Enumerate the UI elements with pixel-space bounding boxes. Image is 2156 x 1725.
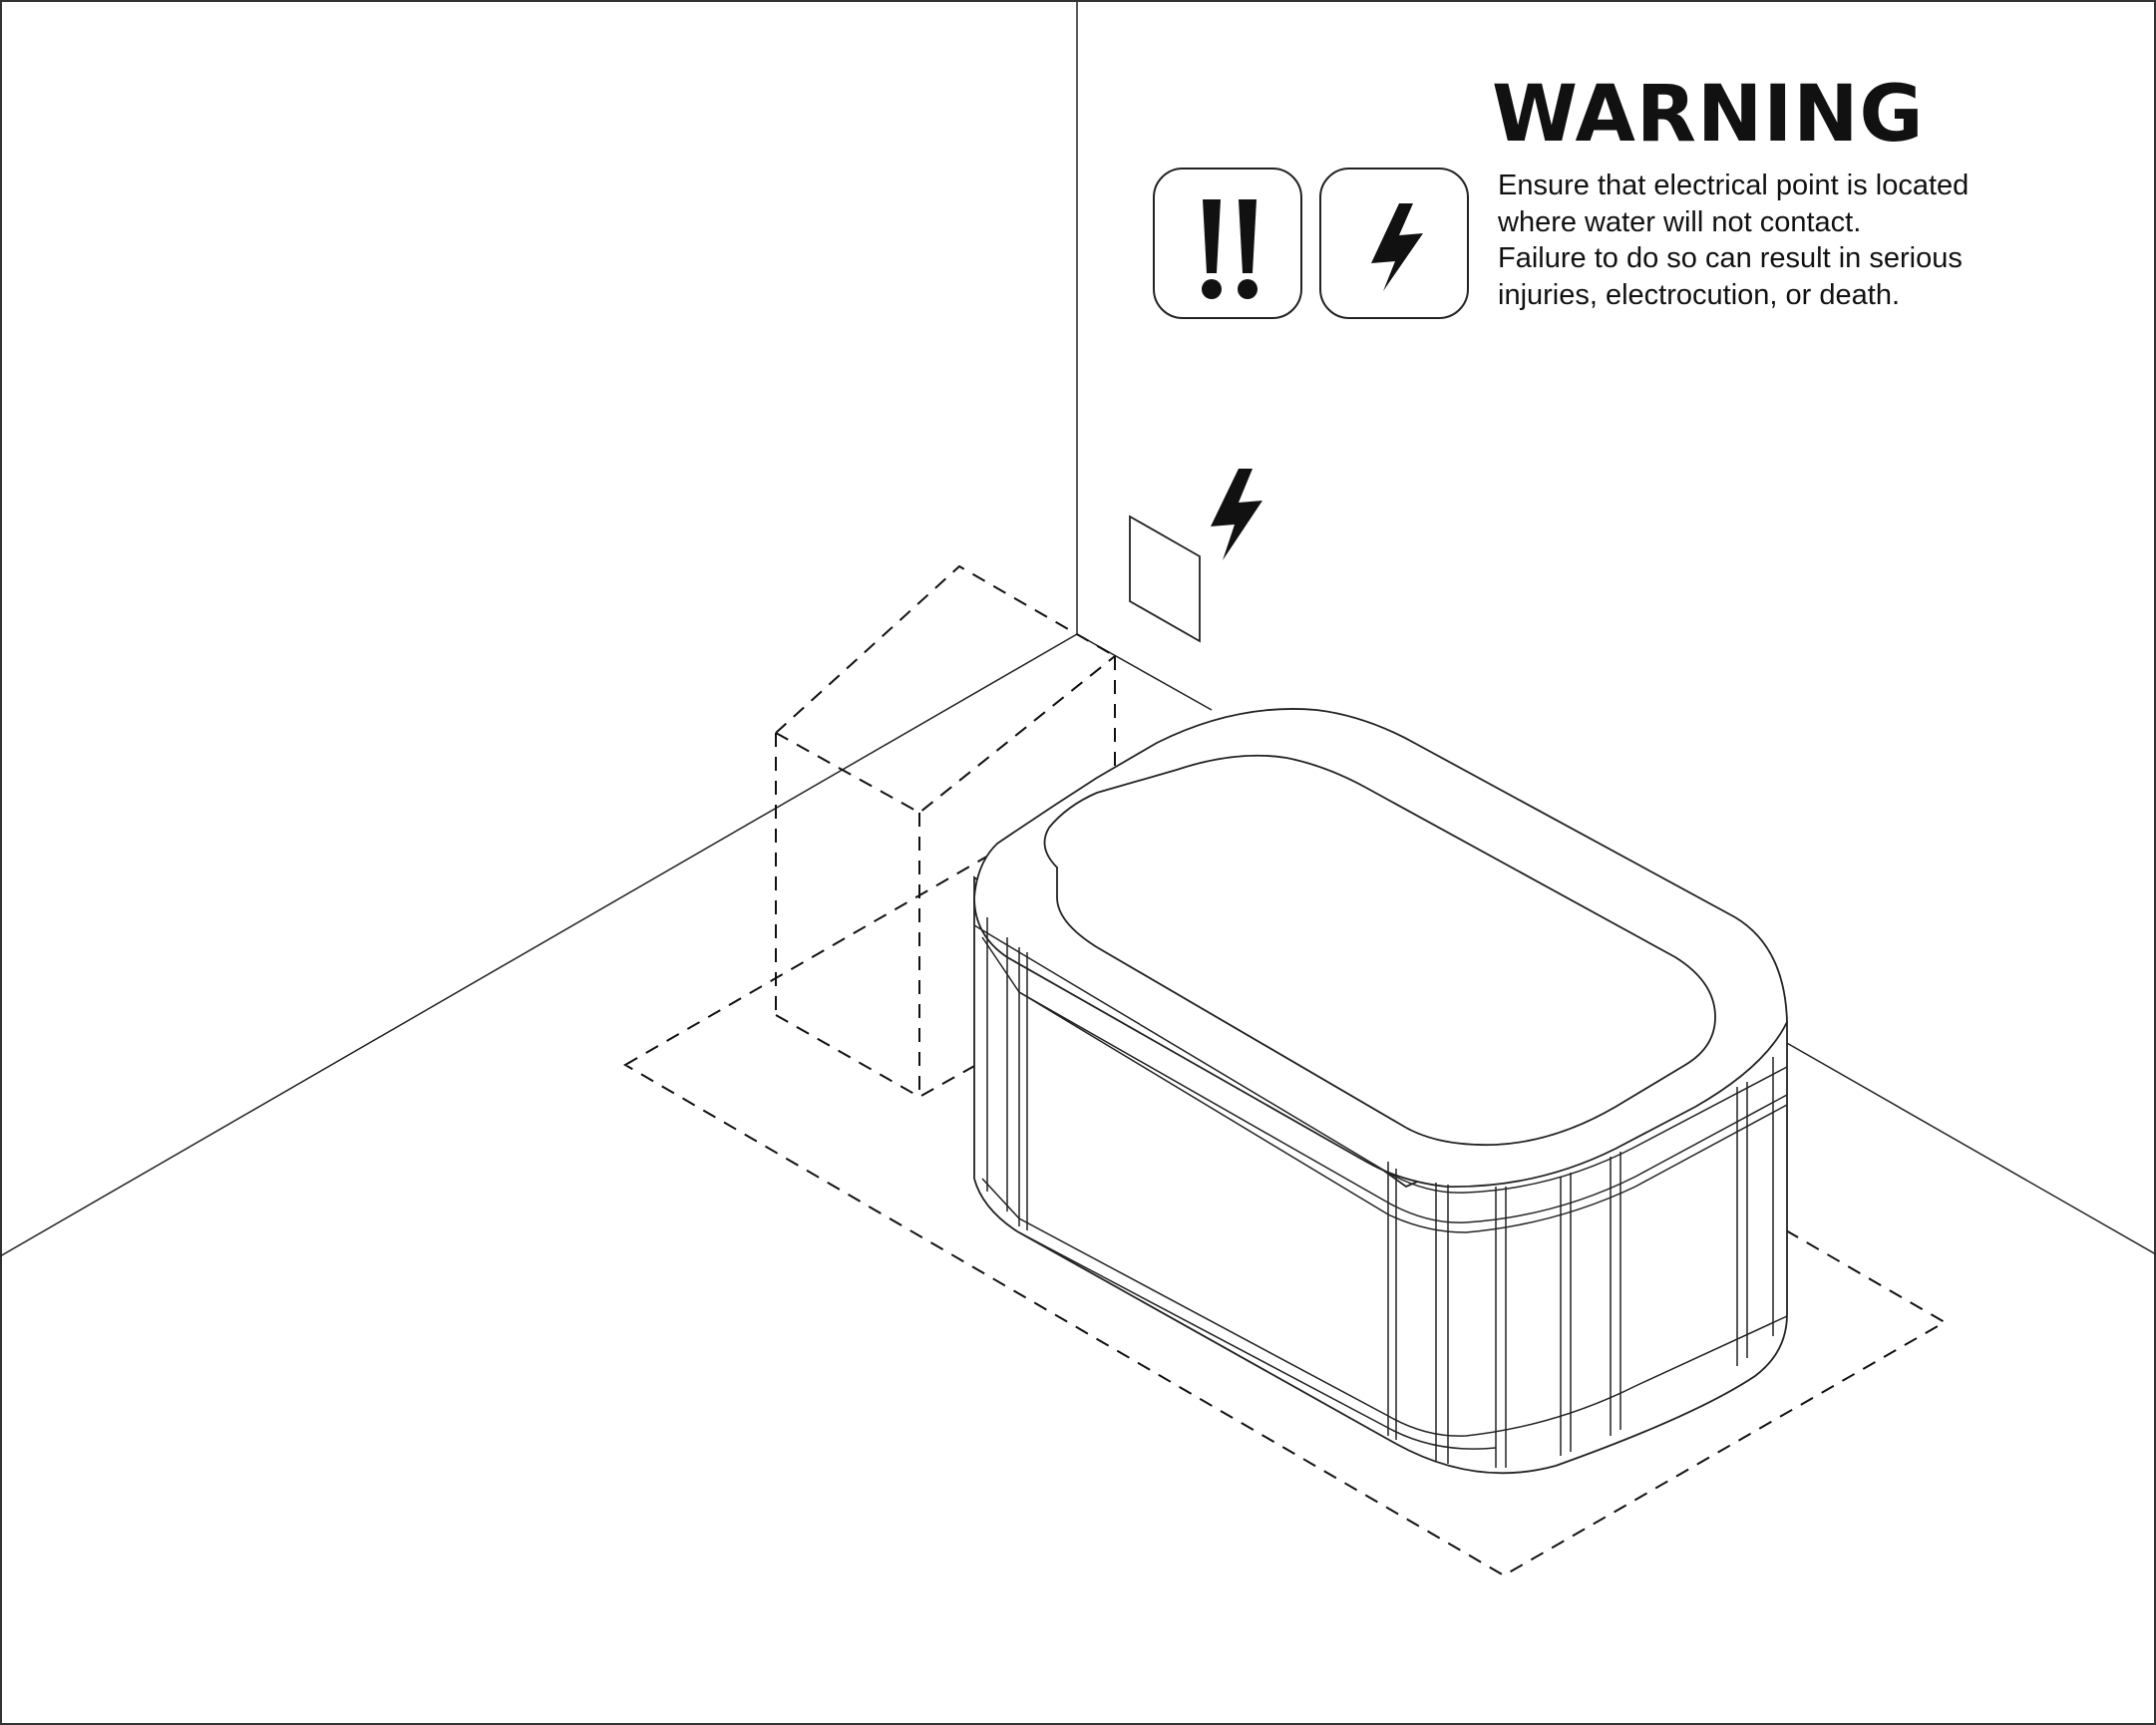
lower-band-line — [981, 1178, 1788, 1437]
warning-line: Ensure that electrical point is located — [1498, 170, 1970, 201]
floor-clearance-zone — [623, 811, 1948, 1577]
bathtub — [973, 708, 1788, 1475]
bathtub-basin — [1043, 754, 1716, 1147]
warning-title: WARNING — [1492, 70, 1925, 160]
double-exclamation-icon — [1202, 199, 1258, 299]
bathtub-panels — [973, 917, 1788, 1468]
floor-right-edge-back — [1076, 633, 1213, 711]
warning-line: Failure to do so can result in serious — [1498, 242, 1963, 274]
electrical-outlet — [1129, 515, 1201, 643]
upper-band-line-3 — [1018, 991, 1788, 1223]
upper-band-line — [973, 924, 1788, 1194]
floor-right-edge-front — [1784, 1041, 2156, 1255]
clearance-box-top-back — [775, 564, 1116, 734]
lower-band-line-2 — [1018, 1231, 1497, 1450]
upper-band-line-2 — [981, 936, 1788, 1233]
warning-message: Ensure that electrical point is located … — [1498, 168, 2136, 313]
floor-left-edge — [0, 633, 1078, 1257]
clearance-box-top-front — [775, 655, 1116, 815]
lightning-bolt-icon — [1371, 203, 1423, 291]
caution-icon-box — [1153, 168, 1302, 319]
warning-line: where water will not contact. — [1498, 205, 1862, 238]
electric-icon-box — [1319, 168, 1469, 319]
warning-line: injuries, electrocution, or death. — [1498, 278, 1900, 311]
room-walls — [0, 2, 2156, 1257]
lightning-bolt-icon — [1211, 469, 1262, 560]
